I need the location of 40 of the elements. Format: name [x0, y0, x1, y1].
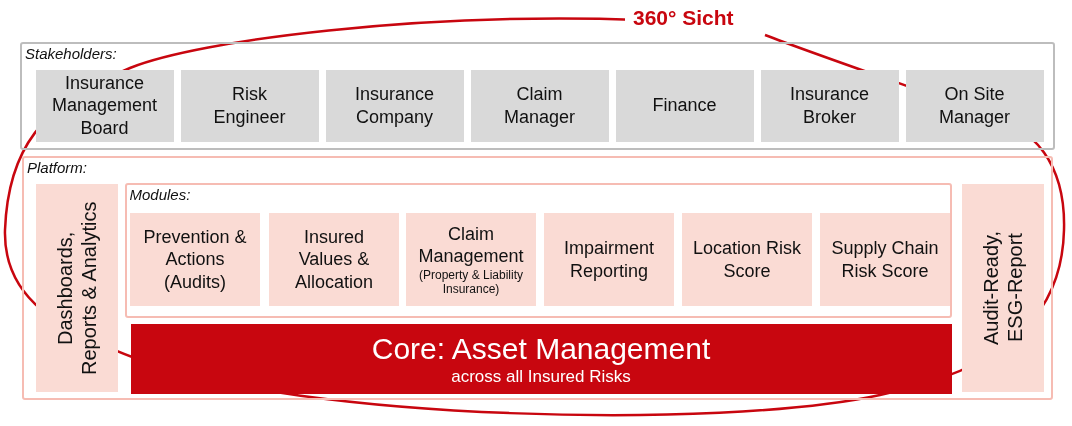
stakeholder-box: [905, 69, 1044, 142]
box-label: Finance: [652, 94, 717, 117]
box-label: Supply Chain Risk Score: [830, 237, 940, 282]
box-label: Insurance Broker: [788, 83, 871, 128]
box-label: Risk Engineer: [212, 83, 287, 128]
panel-label: Dashboards, Reports & Analytics: [52, 199, 101, 377]
box-label: Core: Asset Management: [371, 330, 711, 367]
group-heading: Platform:: [27, 159, 87, 176]
side-panel: [35, 183, 118, 392]
group-frame: [22, 156, 1053, 400]
box-subtitle: across all Insured Risks: [451, 367, 631, 388]
box-label: Insurance Company: [353, 83, 436, 128]
box-label: Insured Values & Allocation: [293, 225, 374, 294]
box-label: Impairment Reporting: [563, 237, 655, 282]
group-heading: Modules:: [129, 185, 191, 203]
stakeholder-box: [35, 69, 174, 142]
core-bar: [130, 323, 952, 394]
box-label: Insurance Management Board: [50, 71, 159, 140]
box-label: On Site Manager: [937, 83, 1011, 128]
box-label: Location Risk Score: [691, 237, 803, 282]
module-box: [544, 213, 674, 306]
box-label: Prevention & Actions (Audits): [142, 225, 248, 294]
group-heading: Stakeholders:: [25, 45, 117, 62]
stakeholder-box: [325, 69, 464, 142]
box-subtitle: (Property & Liability Insurance): [417, 267, 524, 297]
module-box: [269, 213, 399, 306]
group-frame: [20, 42, 1055, 150]
stakeholder-box: [470, 69, 609, 142]
group-frame: [124, 182, 952, 318]
box-label: Claim Manager: [502, 83, 576, 128]
panel-label: Audit-Ready, ESG-Report: [978, 229, 1027, 347]
module-box: [130, 213, 260, 306]
module-box: [682, 213, 812, 306]
module-box: [820, 213, 950, 306]
stakeholder-box: [760, 69, 899, 142]
module-box: [406, 213, 536, 306]
stakeholder-box: [180, 69, 319, 142]
stakeholder-box: [615, 69, 754, 142]
side-panel: [961, 183, 1044, 392]
box-label: Claim Management: [417, 222, 525, 268]
